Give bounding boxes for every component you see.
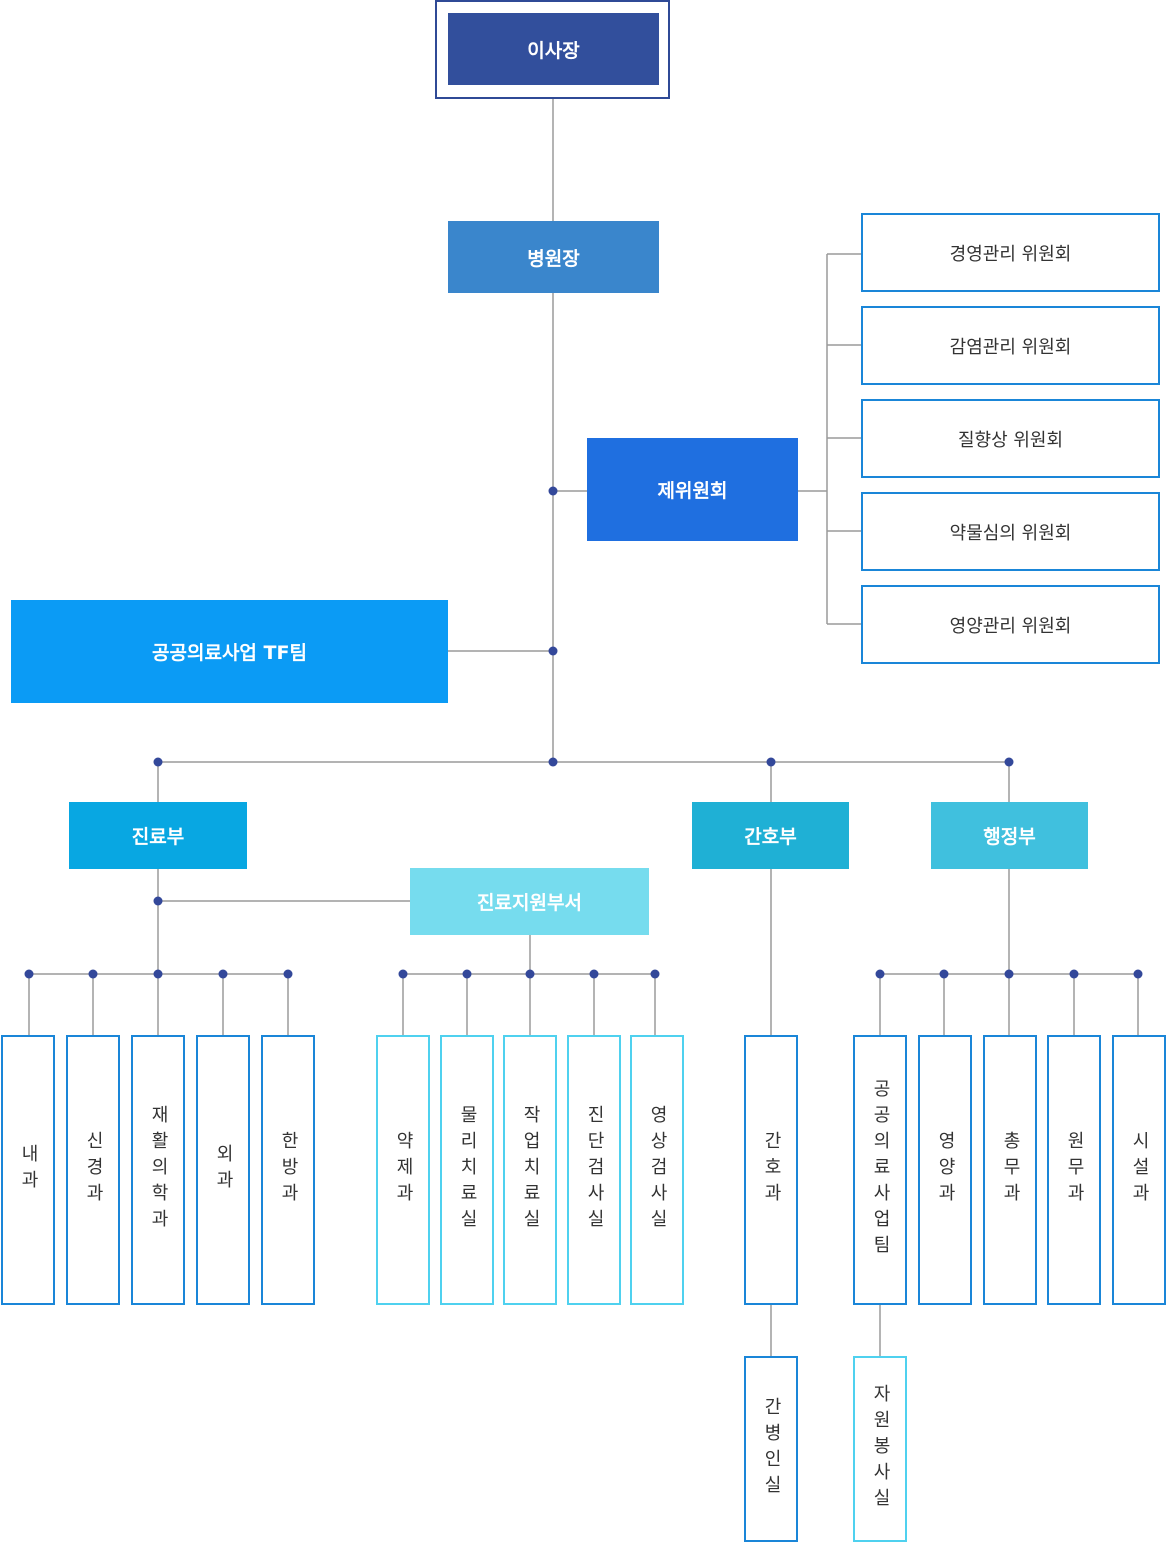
unit-label: 약제과	[393, 1131, 414, 1209]
unit-nutrition: 영양과	[918, 1035, 972, 1305]
junction-node	[650, 969, 660, 979]
junction-node	[218, 969, 228, 979]
unit-lab-test: 진단검사실	[567, 1035, 621, 1305]
unit-label: 간병인실	[761, 1397, 782, 1501]
junction-node	[153, 757, 163, 767]
committee-label: 약물심의 위원회	[949, 522, 1072, 544]
unit-label: 시설과	[1129, 1131, 1150, 1209]
unit-caregiver: 간병인실	[744, 1356, 798, 1542]
unit-label: 자원봉사실	[870, 1384, 891, 1514]
junction-node	[153, 896, 163, 906]
unit-label: 총무과	[1000, 1131, 1021, 1209]
junction-node	[283, 969, 293, 979]
unit-label: 재활의학과	[148, 1105, 169, 1235]
unit-volunteer: 자원봉사실	[853, 1356, 907, 1542]
junction-node	[153, 969, 163, 979]
nursing-dept-label: 간호부	[744, 826, 797, 848]
admin-dept-box: 행정부	[931, 802, 1088, 869]
committee-label: 영양관리 위원회	[949, 615, 1072, 637]
junction-node	[462, 969, 472, 979]
junction-node	[766, 757, 776, 767]
unit-label: 물리치료실	[457, 1105, 478, 1235]
medical-dept-label: 진료부	[131, 826, 185, 848]
unit-label: 작업치료실	[520, 1105, 541, 1235]
unit-imaging: 영상검사실	[630, 1035, 684, 1305]
committees-label: 제위원회	[657, 480, 728, 502]
junction-node	[525, 969, 535, 979]
unit-label: 공공의료사업팀	[870, 1079, 891, 1261]
committee-infection: 감염관리 위원회	[861, 306, 1160, 385]
committee-label: 감염관리 위원회	[949, 336, 1072, 358]
unit-occupational-therapy: 작업치료실	[503, 1035, 557, 1305]
unit-nursing: 간호과	[744, 1035, 798, 1305]
unit-label: 영상검사실	[647, 1105, 668, 1235]
unit-label: 신경과	[83, 1131, 104, 1209]
junction-node	[398, 969, 408, 979]
chairman-box: 이사장	[448, 13, 659, 85]
junction-node	[24, 969, 34, 979]
unit-label: 원무과	[1064, 1131, 1085, 1209]
junction-node	[1004, 969, 1014, 979]
unit-neurology: 신경과	[66, 1035, 120, 1305]
committee-drug: 약물심의 위원회	[861, 492, 1160, 571]
director-label: 병원장	[527, 247, 580, 270]
junction-node	[88, 969, 98, 979]
unit-label: 외과	[213, 1144, 234, 1196]
medical-dept-box: 진료부	[69, 802, 247, 869]
unit-patient-affairs: 원무과	[1047, 1035, 1101, 1305]
nursing-dept-box: 간호부	[692, 802, 849, 869]
unit-rehabilitation: 재활의학과	[131, 1035, 185, 1305]
tf-team-box: 공공의료사업 TF팀	[11, 600, 448, 703]
unit-pharmacy: 약제과	[376, 1035, 430, 1305]
committees-box: 제위원회	[587, 438, 798, 541]
unit-label: 한방과	[278, 1131, 299, 1209]
junction-node	[1069, 969, 1079, 979]
committee-management: 경영관리 위원회	[861, 213, 1160, 292]
unit-label: 간호과	[761, 1131, 782, 1209]
chairman-label: 이사장	[527, 39, 580, 62]
unit-surgery: 외과	[196, 1035, 250, 1305]
committee-label: 경영관리 위원회	[949, 243, 1072, 265]
junction-node	[875, 969, 885, 979]
unit-label: 내과	[18, 1144, 39, 1196]
junction-node	[1004, 757, 1014, 767]
unit-oriental-medicine: 한방과	[261, 1035, 315, 1305]
junction-node	[1133, 969, 1143, 979]
junction-node	[939, 969, 949, 979]
admin-dept-label: 행정부	[983, 826, 1036, 848]
unit-facilities: 시설과	[1112, 1035, 1166, 1305]
unit-physical-therapy: 물리치료실	[440, 1035, 494, 1305]
junction-node	[548, 757, 558, 767]
support-office-label: 진료지원부서	[477, 892, 582, 914]
junction-node	[589, 969, 599, 979]
unit-label: 진단검사실	[584, 1105, 605, 1235]
director-box: 병원장	[448, 221, 659, 293]
committee-label: 질향상 위원회	[957, 429, 1064, 451]
junction-node	[548, 486, 558, 496]
committee-quality: 질향상 위원회	[861, 399, 1160, 478]
unit-internal-medicine: 내과	[1, 1035, 55, 1305]
support-office-box: 진료지원부서	[410, 868, 649, 935]
unit-public-health-team: 공공의료사업팀	[853, 1035, 907, 1305]
junction-node	[548, 646, 558, 656]
unit-general-affairs: 총무과	[983, 1035, 1037, 1305]
tf-team-label: 공공의료사업 TF팀	[152, 642, 307, 664]
committee-nutrition: 영양관리 위원회	[861, 585, 1160, 664]
unit-label: 영양과	[935, 1131, 956, 1209]
